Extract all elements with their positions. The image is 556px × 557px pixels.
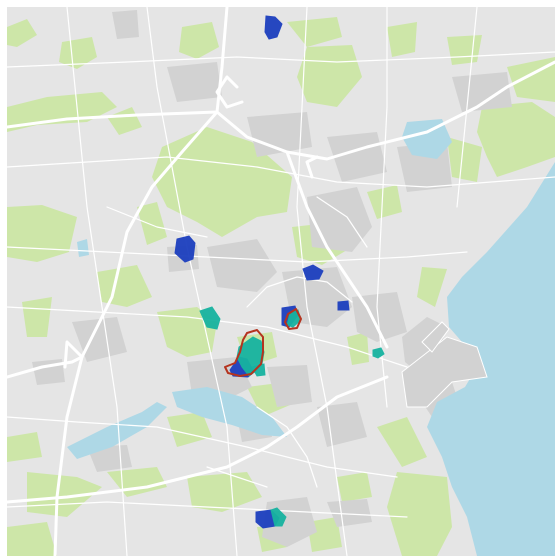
teal-area-south xyxy=(270,507,287,527)
teal-area-harbour xyxy=(372,347,385,359)
teal-area-west xyxy=(199,306,221,330)
harbour-layer xyxy=(401,321,488,408)
water-layer xyxy=(67,119,555,556)
red-outline-center xyxy=(284,308,302,330)
map-canvas[interactable] xyxy=(7,7,555,556)
blue-area-center-east xyxy=(302,264,324,281)
red-outline-cluster xyxy=(224,329,264,377)
blue-area-east-small xyxy=(337,300,350,311)
red-outlines xyxy=(224,308,302,377)
blue-area-west xyxy=(174,235,196,263)
teal-areas xyxy=(199,306,385,527)
highway-layer xyxy=(7,7,555,556)
map-view[interactable] xyxy=(7,7,555,556)
blue-area-north xyxy=(264,15,283,40)
